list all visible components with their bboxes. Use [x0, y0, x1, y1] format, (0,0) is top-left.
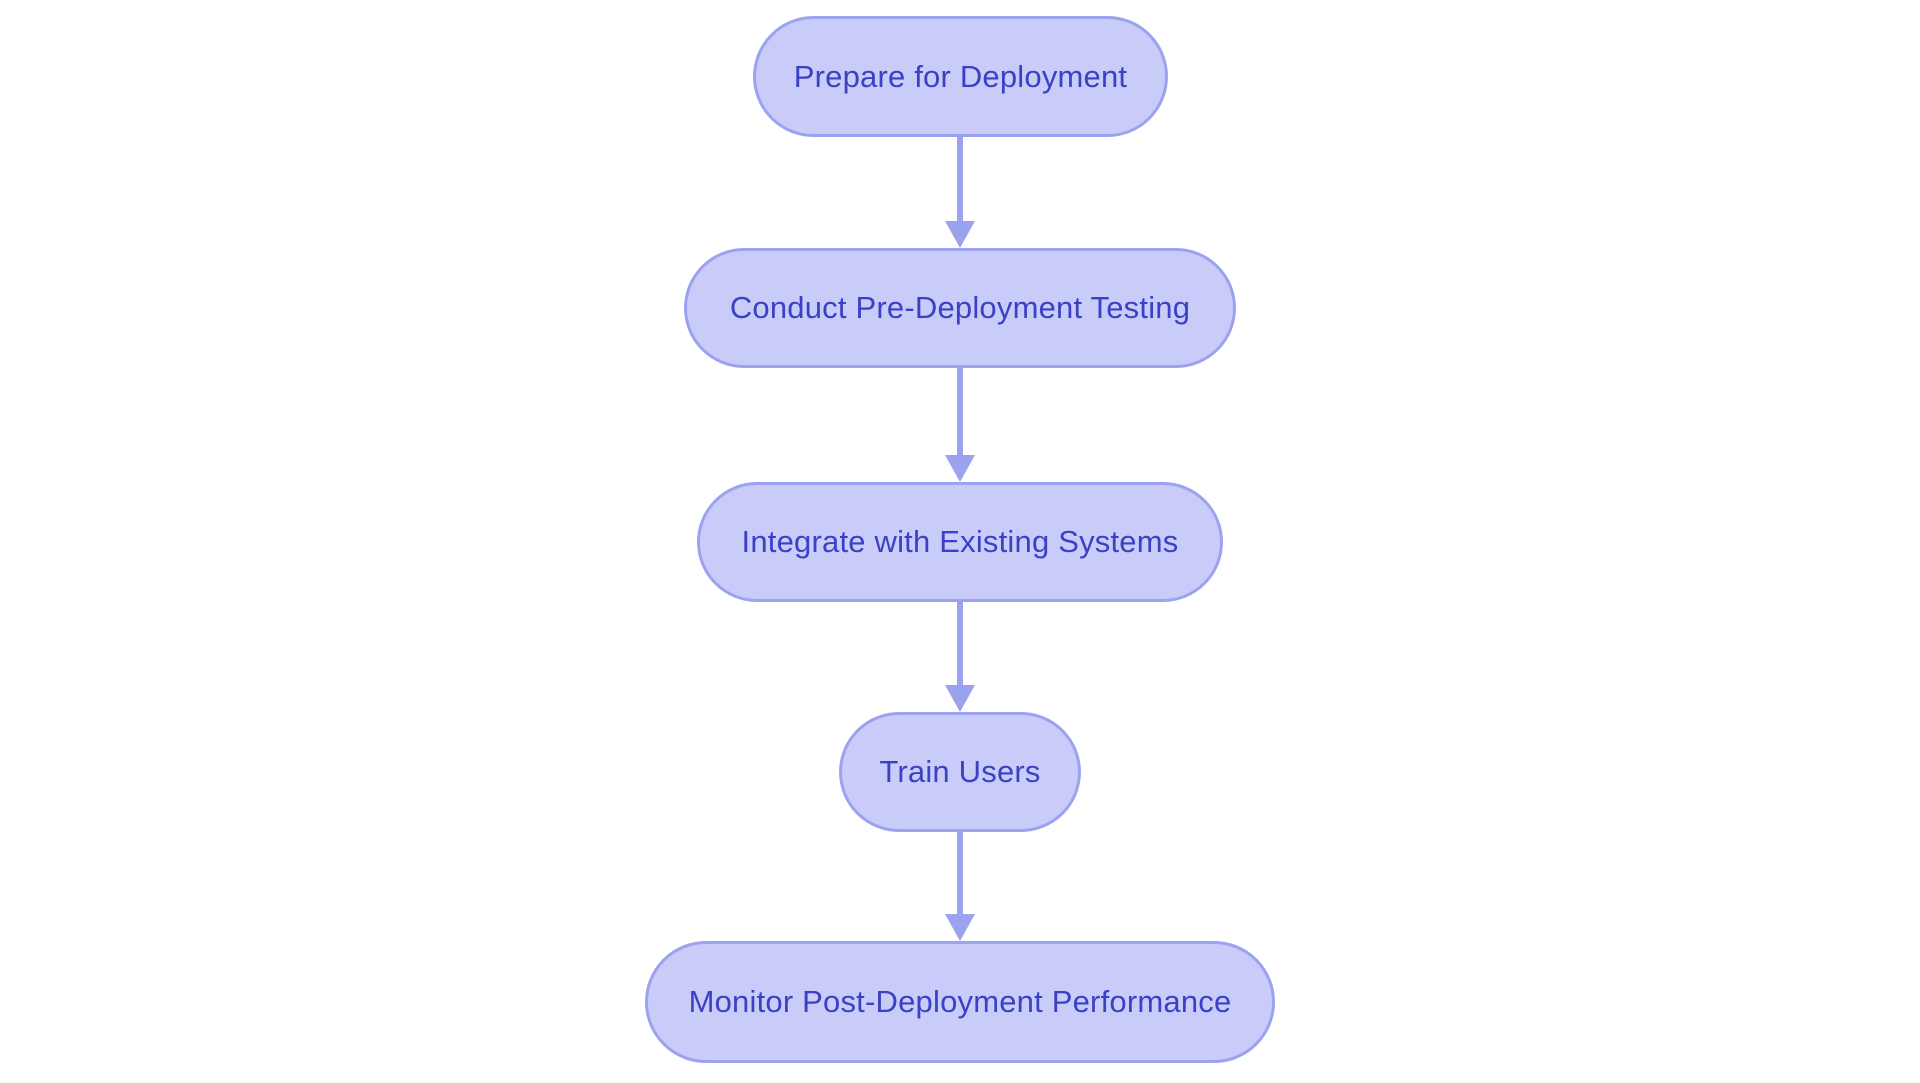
flow-node-label: Monitor Post-Deployment Performance — [688, 984, 1232, 1020]
flow-node-conduct-pre-deployment-testing: Conduct Pre-Deployment Testing — [684, 248, 1236, 368]
edge-line-3 — [957, 602, 963, 686]
arrowhead-down-icon — [945, 221, 975, 248]
edge-line-4 — [957, 832, 963, 915]
edge-line-2 — [957, 368, 963, 456]
flow-node-label: Prepare for Deployment — [793, 58, 1128, 94]
arrowhead-down-icon — [945, 455, 975, 482]
arrowhead-down-icon — [945, 685, 975, 712]
flow-node-label: Conduct Pre-Deployment Testing — [729, 290, 1191, 326]
flow-node-integrate-with-existing-systems: Integrate with Existing Systems — [697, 482, 1223, 602]
flow-node-train-users: Train Users — [839, 712, 1081, 832]
flow-node-monitor-post-deployment-performance: Monitor Post-Deployment Performance — [645, 941, 1275, 1063]
flow-node-prepare-for-deployment: Prepare for Deployment — [753, 16, 1168, 137]
arrowhead-down-icon — [945, 914, 975, 941]
flow-node-label: Train Users — [879, 754, 1041, 790]
edge-line-1 — [957, 137, 963, 222]
flow-node-label: Integrate with Existing Systems — [741, 524, 1179, 560]
